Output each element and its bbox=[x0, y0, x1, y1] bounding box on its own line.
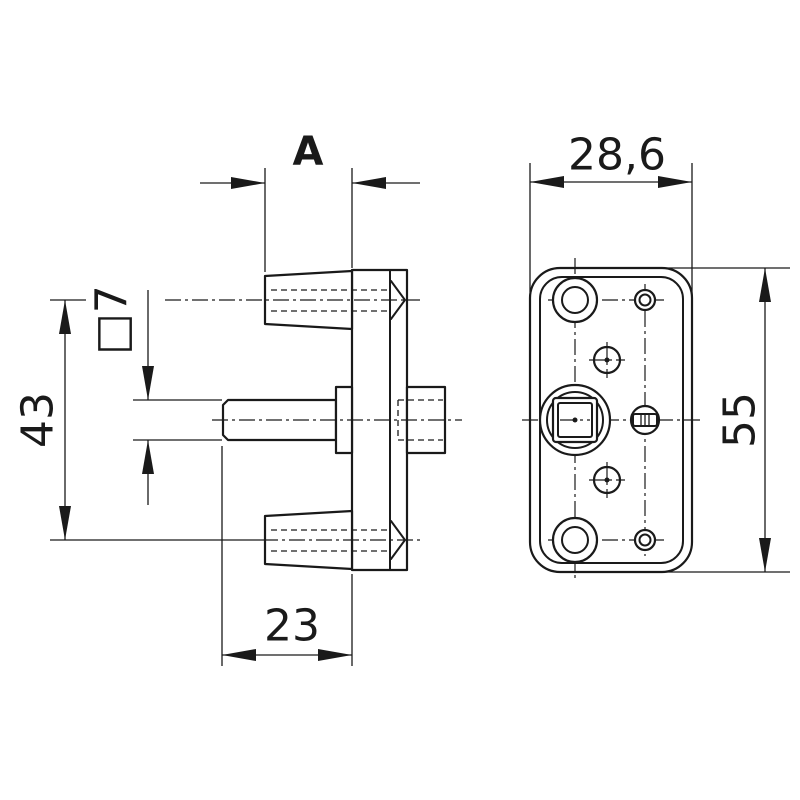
lower-screw-hole bbox=[589, 462, 625, 498]
bottom-small-hole bbox=[633, 528, 657, 552]
dim-a-arrow-right bbox=[352, 177, 386, 189]
dim-23-label: 23 bbox=[264, 601, 320, 652]
dim-55-label: 55 bbox=[715, 392, 766, 448]
dim-43-label: 43 bbox=[13, 392, 64, 448]
top-small-hole bbox=[633, 288, 657, 312]
dimension-55: 55 bbox=[666, 267, 790, 573]
dim-sq7-label: □7 bbox=[87, 285, 138, 355]
central-boss bbox=[538, 383, 612, 457]
dimension-a: A bbox=[200, 129, 420, 272]
bottom-small-hole-outer bbox=[633, 528, 657, 552]
bottom-small-hole-inner bbox=[638, 533, 652, 547]
dim-23-arrow-right bbox=[318, 649, 352, 661]
lower-pin-body bbox=[263, 509, 354, 571]
slot-rect bbox=[632, 413, 658, 427]
bottom-pin-hole bbox=[551, 516, 599, 564]
top-small-hole-inner bbox=[638, 293, 652, 307]
square-hole-inner bbox=[557, 402, 593, 438]
upper-countersink bbox=[390, 280, 407, 320]
top-pin-hole-inner bbox=[561, 286, 589, 314]
top-small-hole-outer bbox=[633, 288, 657, 312]
dim-55-arrow-bottom bbox=[759, 538, 771, 572]
lower-pin bbox=[263, 509, 407, 571]
dimension-square-7: □7 bbox=[87, 285, 222, 505]
dim-28-6-arrow-left bbox=[530, 176, 564, 188]
bottom-pin-hole-outer bbox=[551, 516, 599, 564]
dimension-23: 23 bbox=[221, 446, 353, 666]
dim-43-arrow-bottom bbox=[59, 506, 71, 540]
dim-a-label: A bbox=[293, 129, 324, 175]
dim-a-arrow-left bbox=[231, 177, 265, 189]
dim-23-arrow-left bbox=[222, 649, 256, 661]
top-pin-hole bbox=[551, 276, 599, 324]
dim-28-6-label: 28,6 bbox=[568, 130, 666, 181]
square-hole-dot bbox=[572, 417, 578, 423]
dim-sq7-arrow-bottom bbox=[142, 440, 154, 474]
slot-hole bbox=[629, 404, 661, 436]
central-boss-inner bbox=[546, 391, 604, 449]
top-pin-hole-outer bbox=[551, 276, 599, 324]
dimension-43: 43 bbox=[13, 299, 262, 541]
dim-43-arrow-top bbox=[59, 300, 71, 334]
front-view: 28,6 55 bbox=[522, 130, 790, 582]
dimension-28-6: 28,6 bbox=[529, 130, 693, 298]
dim-28-6-arrow-right bbox=[658, 176, 692, 188]
upper-screw-hole-dot bbox=[604, 357, 610, 363]
bottom-pin-hole-inner bbox=[561, 526, 589, 554]
side-view: A 43 □7 23 bbox=[13, 129, 462, 666]
dim-55-arrow-top bbox=[759, 268, 771, 302]
dim-sq7-arrow-top bbox=[142, 366, 154, 400]
lower-screw-hole-dot bbox=[604, 477, 610, 483]
upper-screw-hole bbox=[589, 342, 625, 378]
